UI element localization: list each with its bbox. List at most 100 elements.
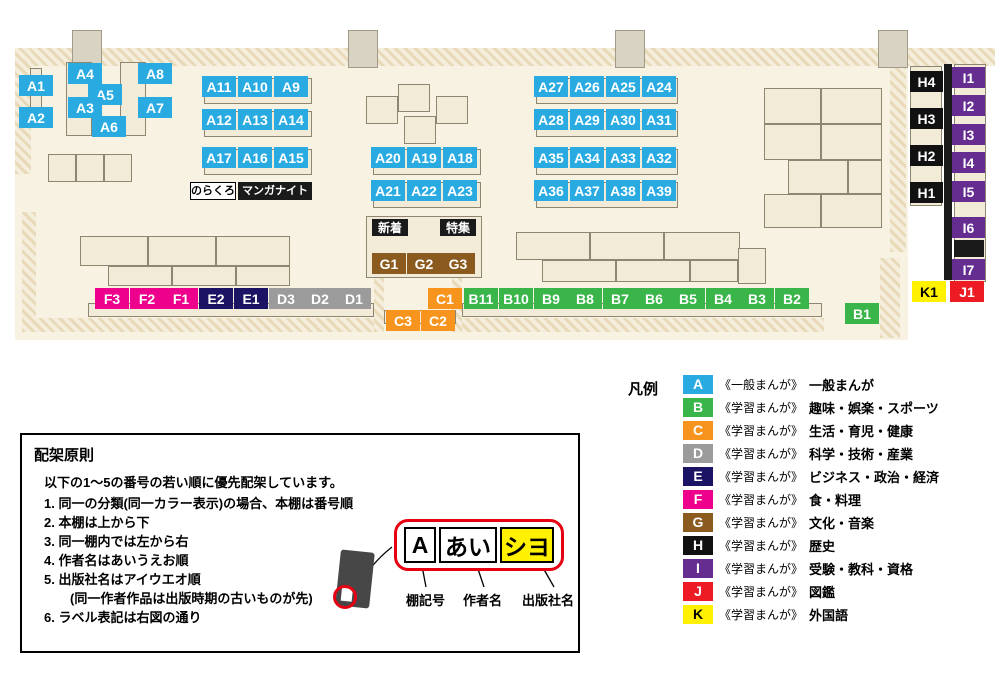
legend-row-H: H《学習まんが》歴史 xyxy=(683,535,939,555)
shelf-label-I4: I4 xyxy=(952,152,985,173)
shelf-label-A39: A39 xyxy=(642,180,676,201)
principle-item-2: 2. 本棚は上から下 xyxy=(44,515,150,530)
legend-row-E: E 《学習まんが》ビジネス・政治・経済 xyxy=(683,466,939,486)
label-caption-2: 作者名 xyxy=(463,593,503,608)
legend-category: 受験・教科・資格 xyxy=(809,561,914,577)
bookshelf xyxy=(821,88,882,124)
legend-rows: A《一般まんが》一般まんが B《学習まんが》趣味・娯楽・スポーツ C《学習まんが》生… xyxy=(683,374,939,624)
shelf-label-A29: A29 xyxy=(570,109,604,130)
wall-segment xyxy=(22,212,36,332)
shelf-label-B7: B7 xyxy=(603,288,637,309)
bookshelf xyxy=(80,236,148,266)
shelf-label-B1: B1 xyxy=(845,303,879,324)
legend-row-J: J《学習まんが》図鑑 xyxy=(683,581,939,601)
shelf-label-A7: A7 xyxy=(138,97,172,118)
legend-category: 食・料理 xyxy=(809,492,862,508)
legend-prefix: 《学習まんが》 xyxy=(719,492,804,507)
wall-segment xyxy=(880,258,900,338)
principle-item-5: 5. 出版社名はアイウエオ順 xyxy=(44,572,201,587)
bookshelf xyxy=(216,236,290,266)
shelf-label-J1: J1 xyxy=(950,281,984,302)
legend-row-A: A《一般まんが》一般まんが xyxy=(683,374,939,394)
shelf-label-A12: A12 xyxy=(202,109,236,130)
shelf-label-F2: F2 xyxy=(130,288,164,309)
bookshelf xyxy=(436,96,468,124)
principle-item-7: 6. ラベル表記は右図の通り xyxy=(44,610,202,625)
legend-category: 歴史 xyxy=(809,538,836,554)
shelf-label-A9: A9 xyxy=(274,76,308,97)
bookshelf xyxy=(821,124,882,160)
legend-category: 図鑑 xyxy=(809,584,836,600)
shelf-label-A31: A31 xyxy=(642,109,676,130)
shelf-label-A3: A3 xyxy=(68,97,102,118)
legend-prefix: 《学習まんが》 xyxy=(719,515,804,530)
legend-category: ビジネス・政治・経済 xyxy=(809,469,940,485)
shelf-label-I2: I2 xyxy=(952,95,985,116)
shelf-label-I3: I3 xyxy=(952,124,985,145)
label-cell-1: A xyxy=(404,527,436,563)
legend-chip-E: E xyxy=(683,466,713,486)
shelf-label-E2: E2 xyxy=(199,288,233,309)
shelf-label-B9: B9 xyxy=(534,288,568,309)
pillar xyxy=(615,30,645,68)
legend-chip-D: D xyxy=(683,443,713,463)
shelf-label-H4: H4 xyxy=(910,71,943,92)
shelf-label-B6: B6 xyxy=(637,288,671,309)
legend-row-B: B《学習まんが》趣味・娯楽・スポーツ xyxy=(683,397,939,417)
shelf-label-K1: K1 xyxy=(912,281,946,302)
bookshelf xyxy=(664,232,740,260)
principle-item-1: 1. 同一の分類(同一カラー表示)の場合、本棚は番号順 xyxy=(44,496,354,511)
shelf-label-のらくろ: のらくろ xyxy=(190,182,236,200)
shelf-label-C3: C3 xyxy=(386,310,420,331)
bookshelf xyxy=(148,236,216,266)
shelf-label-新着: 新着 xyxy=(372,219,408,236)
shelf-label-A10: A10 xyxy=(238,76,272,97)
bookshelf xyxy=(108,266,172,286)
bookshelf xyxy=(848,160,882,194)
shelf-label-A37: A37 xyxy=(570,180,604,201)
legend-category: 外国語 xyxy=(809,607,849,623)
bookshelf xyxy=(172,266,236,286)
legend-row-C: C《学習まんが》生活・育児・健康 xyxy=(683,420,939,440)
principle-item-6: (同一作者作品は出版時期の古いものが先) xyxy=(70,591,313,606)
bookshelf xyxy=(398,84,430,112)
wall-segment xyxy=(890,66,906,252)
legend-prefix: 《学習まんが》 xyxy=(719,469,804,484)
legend-category: 趣味・娯楽・スポーツ xyxy=(809,400,939,416)
legend-category: 文化・音楽 xyxy=(809,515,875,531)
shelf-label-A13: A13 xyxy=(238,109,272,130)
shelf-label-A32: A32 xyxy=(642,147,676,168)
wall-segment xyxy=(374,262,384,332)
shelf-label-H1: H1 xyxy=(910,182,943,203)
bookshelf xyxy=(76,154,104,182)
legend-prefix: 《学習まんが》 xyxy=(719,538,804,553)
shelf-label-F1: F1 xyxy=(164,288,198,309)
shelf-label-A34: A34 xyxy=(570,147,604,168)
bookshelf xyxy=(821,194,882,228)
legend-prefix: 《学習まんが》 xyxy=(719,400,804,415)
wall-segment xyxy=(458,318,824,332)
shelf-label-C1: C1 xyxy=(428,288,462,309)
bookshelf xyxy=(366,96,398,124)
legend-prefix: 《学習まんが》 xyxy=(719,423,804,438)
pillar xyxy=(348,30,378,68)
legend-row-F: F《学習まんが》食・料理 xyxy=(683,489,939,509)
shelf-label-A17: A17 xyxy=(202,147,236,168)
shelf-label-A26: A26 xyxy=(570,76,604,97)
shelf-label-B4: B4 xyxy=(706,288,740,309)
shelf-label-A18: A18 xyxy=(443,147,477,168)
principles-title: 配架原則 xyxy=(34,447,95,464)
bookshelf xyxy=(104,154,132,182)
legend-chip-K: K xyxy=(683,604,713,624)
legend-chip-J: J xyxy=(683,581,713,601)
shelf-label-D3: D3 xyxy=(269,288,303,309)
shelving-principles-box: 配架原則 以下の1〜5の番号の若い順に優先配架しています。 1. 同一の分類(同… xyxy=(20,433,580,653)
shelf-label-B10: B10 xyxy=(499,288,533,309)
legend-prefix: 《学習まんが》 xyxy=(719,561,804,576)
shelf-label-B2: B2 xyxy=(775,288,809,309)
shelf-label-A20: A20 xyxy=(371,147,405,168)
